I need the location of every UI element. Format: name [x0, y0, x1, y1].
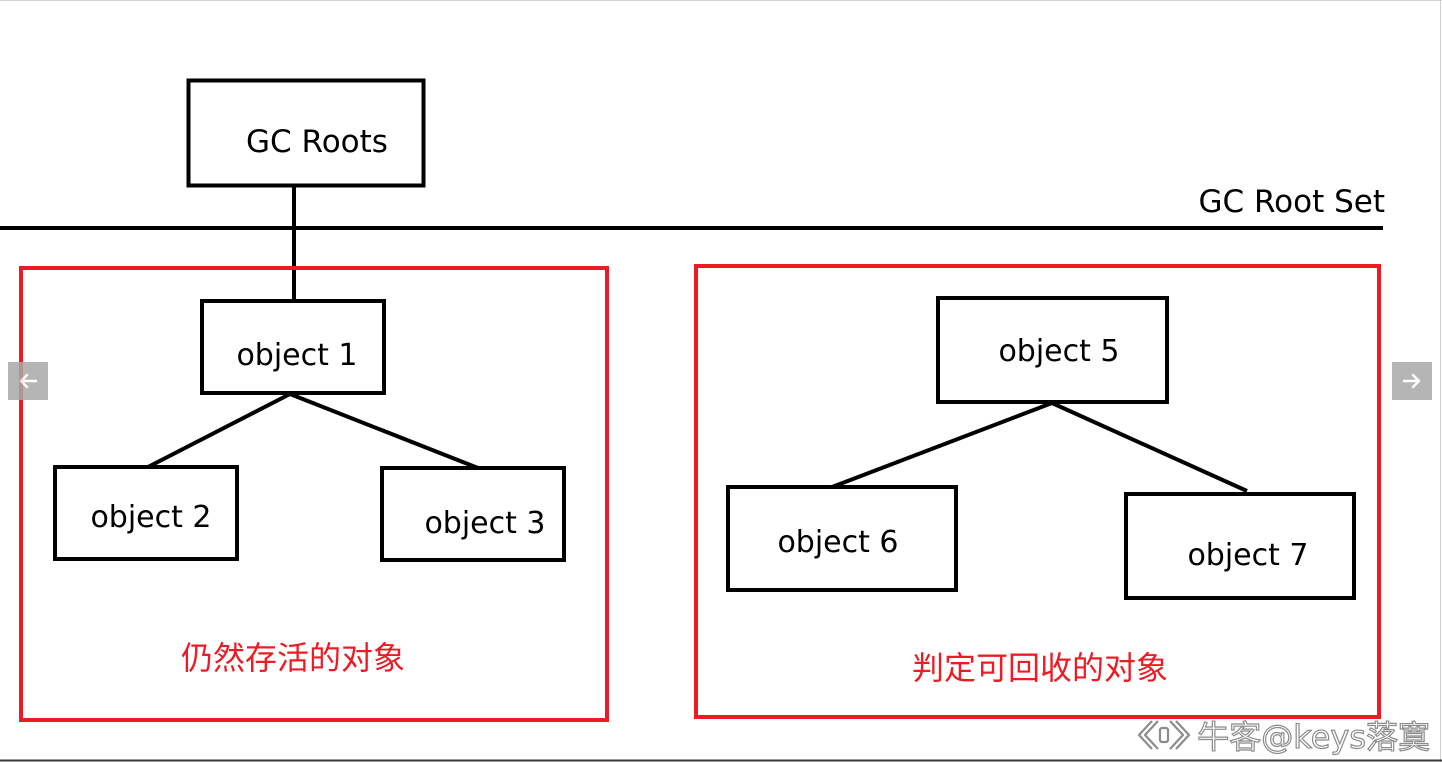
- watermark-text: 牛客@keys落寞: [1197, 718, 1430, 756]
- live-group-frame: [19, 266, 609, 722]
- object-label: object 1: [236, 338, 357, 373]
- arrow-right-icon: [1402, 373, 1421, 389]
- edge-object-5-to-object-6: [831, 401, 1053, 489]
- object-label: object 3: [424, 506, 545, 541]
- object-node: object 7: [1124, 492, 1356, 600]
- gc-reachability-diagram: GC Root Set GC Roots object 1 object 2 o…: [0, 78, 1385, 722]
- collectable-objects-group: object 5 object 6 object 7 判定可回收的对象: [694, 264, 1381, 719]
- object-node: object 6: [726, 485, 958, 592]
- collectable-group-caption: 判定可回收的对象: [912, 649, 1168, 687]
- next-image-button[interactable]: [1392, 362, 1432, 400]
- edge-object-1-to-object-3: [289, 392, 479, 470]
- object-box: [53, 465, 239, 561]
- object-label: object 5: [998, 334, 1119, 369]
- object-node: object 5: [936, 296, 1169, 404]
- edge-object-5-to-object-7: [1051, 401, 1248, 493]
- live-objects-group: object 1 object 2 object 3 仍然存活的对象: [19, 266, 609, 722]
- live-group-caption: 仍然存活的对象: [181, 639, 405, 677]
- object-node: object 3: [380, 466, 566, 562]
- collectable-group-frame: [694, 264, 1381, 719]
- gc-root-set-label: GC Root Set: [1198, 184, 1385, 220]
- arrow-left-icon: [19, 373, 38, 389]
- object-box: [380, 466, 566, 562]
- edge-object-1-to-object-2: [147, 392, 291, 469]
- object-label: object 6: [777, 525, 898, 560]
- object-box: [936, 296, 1169, 404]
- watermark: 牛客@keys落寞: [1137, 717, 1431, 757]
- object-node: object 1: [200, 299, 386, 395]
- nowcoder-logo-icon: [1137, 720, 1191, 750]
- object-box: [200, 299, 386, 395]
- gc-roots-node: GC Roots: [186, 78, 426, 188]
- object-box: [726, 485, 958, 592]
- object-box: [1124, 492, 1356, 600]
- previous-image-button[interactable]: [8, 362, 48, 400]
- object-label: object 2: [90, 500, 211, 535]
- object-node: object 2: [53, 465, 239, 561]
- gc-roots-box: [186, 78, 426, 188]
- object-label: object 7: [1187, 538, 1308, 573]
- gc-roots-label: GC Roots: [246, 124, 388, 160]
